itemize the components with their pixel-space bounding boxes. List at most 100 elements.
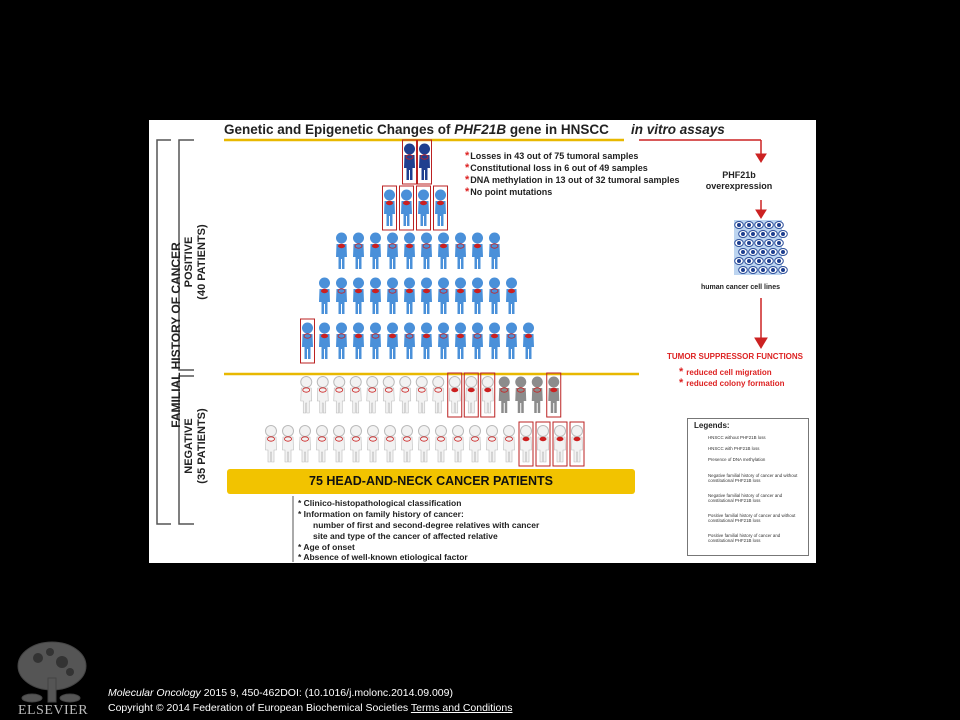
patient-negative: [432, 376, 445, 414]
patient-positive: [300, 318, 315, 364]
legend-item: Presence of DNA methylation: [708, 457, 766, 462]
patient-negative-constitutional: [531, 376, 543, 413]
patient-constitutional-loss: [402, 139, 417, 185]
patient-negative-constitutional: [498, 376, 510, 413]
legend-item: Positive familial history of cancer and …: [708, 533, 781, 544]
patient-negative: [333, 425, 345, 463]
patient-negative: [415, 376, 428, 414]
tsf-item: *reduced colony formation: [679, 377, 785, 389]
patient-positive: [421, 277, 432, 314]
patient-positive: [506, 277, 517, 314]
cancer-cell-image: [734, 220, 788, 275]
patient-positive: [506, 322, 517, 359]
patient-negative: [350, 425, 362, 463]
patient-positive: [336, 277, 347, 314]
finding-item: *Constitutional loss in 6 out of 49 samp…: [465, 162, 648, 174]
legend-item: Positive familial history of cancer and …: [708, 513, 796, 524]
patient-negative: [418, 425, 430, 463]
patient-positive: [472, 322, 483, 359]
tumor-suppressor-title: TUMOR SUPPRESSOR FUNCTIONS: [667, 352, 804, 361]
positive-label: POSITIVE(40 PATIENTS): [183, 224, 208, 300]
legend-title: Legends:: [694, 421, 730, 430]
banner-text: 75 HEAD-AND-NECK CANCER PATIENTS: [309, 474, 553, 488]
copyright-line: Copyright © 2014 Federation of European …: [108, 702, 513, 714]
patient-positive: [472, 277, 483, 314]
patient-negative-methylated: [447, 372, 463, 418]
finding-item: *DNA methylation in 13 out of 32 tumoral…: [465, 174, 680, 186]
patient-negative: [349, 376, 362, 414]
patient-negative: [282, 425, 294, 463]
patient-positive: [438, 232, 449, 269]
clinical-item: * Age of onset: [298, 542, 355, 552]
patient-positive-methylated: [382, 185, 397, 231]
patient-negative: [299, 425, 311, 463]
clinical-item: * Information on family history of cance…: [298, 509, 464, 519]
patient-positive: [421, 232, 432, 269]
patient-positive: [438, 277, 449, 314]
cell-lines-caption: human cancer cell lines: [701, 284, 780, 291]
citation-footer: Molecular Oncology 2015 9, 450-462DOI: (…: [108, 686, 512, 716]
patient-positive: [370, 277, 381, 314]
patient-negative: [316, 376, 329, 414]
elsevier-tree-logo: [17, 641, 87, 703]
finding-item: *No point mutations: [465, 186, 553, 198]
patient-negative: [535, 421, 551, 467]
patient-negative: [518, 421, 534, 467]
patient-positive: [472, 232, 483, 269]
negative-label: NEGATIVE(35 PATIENTS): [183, 408, 208, 484]
patient-negative: [486, 425, 498, 463]
patient-positive: [353, 322, 364, 359]
patient-negative: [569, 421, 585, 467]
patient-negative: [552, 421, 568, 467]
patient-negative-constitutional: [546, 372, 562, 418]
patient-negative-methylated: [463, 372, 479, 418]
patient-negative: [300, 376, 313, 414]
patient-positive: [336, 322, 347, 359]
legend-item: Negative familial history of cancer and …: [708, 473, 798, 484]
patient-positive: [489, 322, 500, 359]
clinical-item: site and type of the cancer of affected …: [313, 531, 498, 541]
patient-positive: [455, 277, 466, 314]
family-history-bracket: [156, 139, 194, 525]
in-vitro-arrow: [639, 139, 768, 349]
patient-positive: [404, 232, 415, 269]
patient-positive: [319, 322, 330, 359]
patients-banner: 75 HEAD-AND-NECK CANCER PATIENTS: [227, 469, 635, 494]
patient-negative: [401, 425, 413, 463]
patient-constitutional-loss: [417, 139, 432, 185]
patient-negative: [399, 376, 412, 414]
in-vitro-title: in vitro assays: [631, 122, 725, 137]
clinical-item: number of first and second-degree relati…: [313, 520, 540, 530]
patient-positive-methylated: [399, 185, 414, 231]
patient-negative-methylated: [480, 372, 496, 418]
patient-positive: [370, 322, 381, 359]
patient-positive: [455, 322, 466, 359]
patient-negative: [367, 425, 379, 463]
patient-negative: [333, 376, 346, 414]
patient-positive: [455, 232, 466, 269]
figure-title: Genetic and Epigenetic Changes of PHF21B…: [224, 122, 609, 137]
citation-line: Molecular Oncology 2015 9, 450-462DOI: (…: [108, 687, 453, 699]
patient-positive: [438, 322, 449, 359]
patient-positive: [523, 322, 534, 359]
patient-positive: [319, 277, 330, 314]
figure-panel: Genetic and Epigenetic Changes of PHF21B…: [149, 120, 816, 563]
patient-positive: [404, 277, 415, 314]
patient-positive: [421, 322, 432, 359]
clinical-item: * Clinico-histopathological classificati…: [298, 498, 462, 508]
patient-positive: [336, 232, 347, 269]
publisher-name: ELSEVIER: [17, 703, 89, 718]
patient-positive: [387, 277, 398, 314]
patient-positive: [370, 232, 381, 269]
legend-item: HNSCC with PHF21B loss: [708, 446, 760, 451]
patient-positive: [404, 322, 415, 359]
patient-negative: [265, 425, 277, 463]
patient-negative: [435, 425, 447, 463]
figure-graphics: [156, 138, 788, 562]
patient-negative: [452, 425, 464, 463]
legend-box: Legends: HNSCC without PHF21B loss HNSCC…: [687, 418, 809, 556]
patient-negative: [469, 425, 481, 463]
legend-item: Negative familial history of cancer and …: [708, 493, 783, 504]
terms-link[interactable]: Terms and Conditions: [410, 702, 513, 714]
